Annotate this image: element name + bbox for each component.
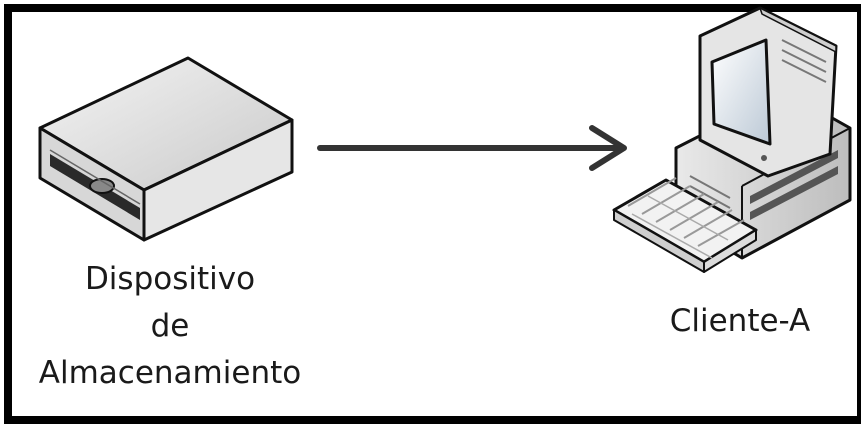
desktop-computer-icon	[612, 6, 852, 273]
arrow-right-icon	[317, 125, 627, 171]
client-label: Cliente-A	[669, 303, 811, 339]
storage-label-line-2: de	[150, 308, 190, 344]
storage-device-icon	[38, 56, 294, 242]
storage-label-line-3: Almacenamiento	[38, 355, 302, 391]
storage-label-line-1: Dispositivo	[84, 261, 256, 297]
storage-device-label: Dispositivo de Almacenamiento	[0, 256, 340, 397]
